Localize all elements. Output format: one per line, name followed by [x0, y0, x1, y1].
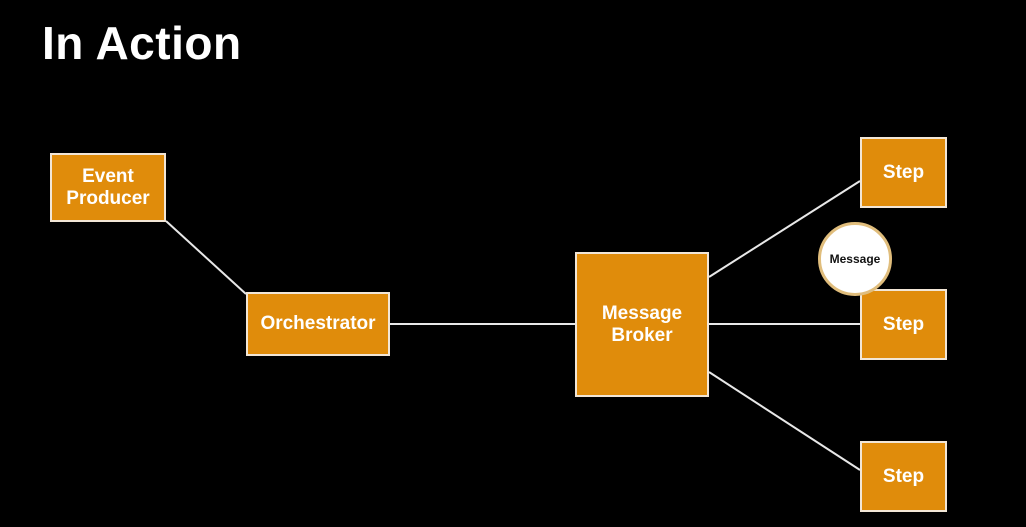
node-orchestrator: Orchestrator: [246, 292, 390, 356]
node-step-1: Step: [860, 137, 947, 208]
node-step-3: Step: [860, 441, 947, 512]
message-bubble: Message: [818, 222, 892, 296]
node-event-producer: Event Producer: [50, 153, 166, 222]
connector-producer-orchestrator: [165, 220, 247, 295]
slide-title: In Action: [42, 17, 242, 69]
node-message-broker: Message Broker: [575, 252, 709, 397]
node-step-2: Step: [860, 289, 947, 360]
connector-broker-step-3: [708, 371, 861, 471]
connector-broker-step-1: [708, 180, 861, 278]
